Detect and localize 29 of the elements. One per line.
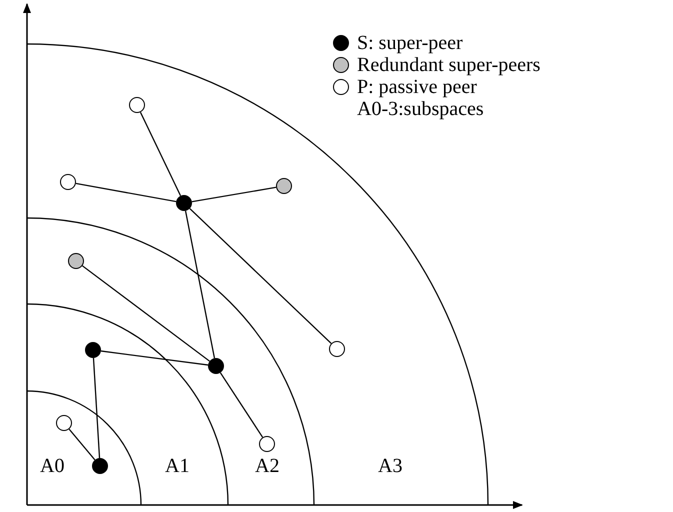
- subspace-label: A2: [255, 455, 280, 477]
- legend-note: A0-3:subspaces: [357, 98, 484, 120]
- subspace-label: A1: [165, 455, 190, 477]
- connector-line: [76, 182, 176, 202]
- peer-dot: [129, 97, 145, 113]
- subspace-label: A0: [40, 455, 64, 477]
- legend-label: Redundant super-peers: [357, 54, 540, 76]
- peer-dot: [259, 436, 275, 452]
- connector-line: [140, 112, 182, 196]
- peer-dot: [276, 178, 292, 194]
- peer-dot: [56, 415, 72, 431]
- peer-dot: [329, 341, 345, 357]
- connector-line: [189, 208, 332, 344]
- peer-dot: [60, 174, 76, 190]
- peer-dot: [176, 195, 192, 211]
- peer-dot: [92, 458, 108, 474]
- connector-line: [68, 428, 96, 460]
- connector-line: [82, 265, 210, 362]
- legend-label: P: passive peer: [357, 76, 477, 98]
- subspace-label: A3: [378, 455, 402, 477]
- peer-dot: [68, 253, 84, 269]
- legend-label: S: super-peer: [357, 32, 463, 54]
- connector-line: [92, 358, 100, 458]
- connector-line: [184, 210, 216, 358]
- connector-line: [220, 372, 264, 438]
- peer-dot: [85, 342, 101, 358]
- connector-line: [192, 186, 276, 202]
- connector-line: [100, 350, 208, 366]
- peer-dot: [208, 358, 224, 374]
